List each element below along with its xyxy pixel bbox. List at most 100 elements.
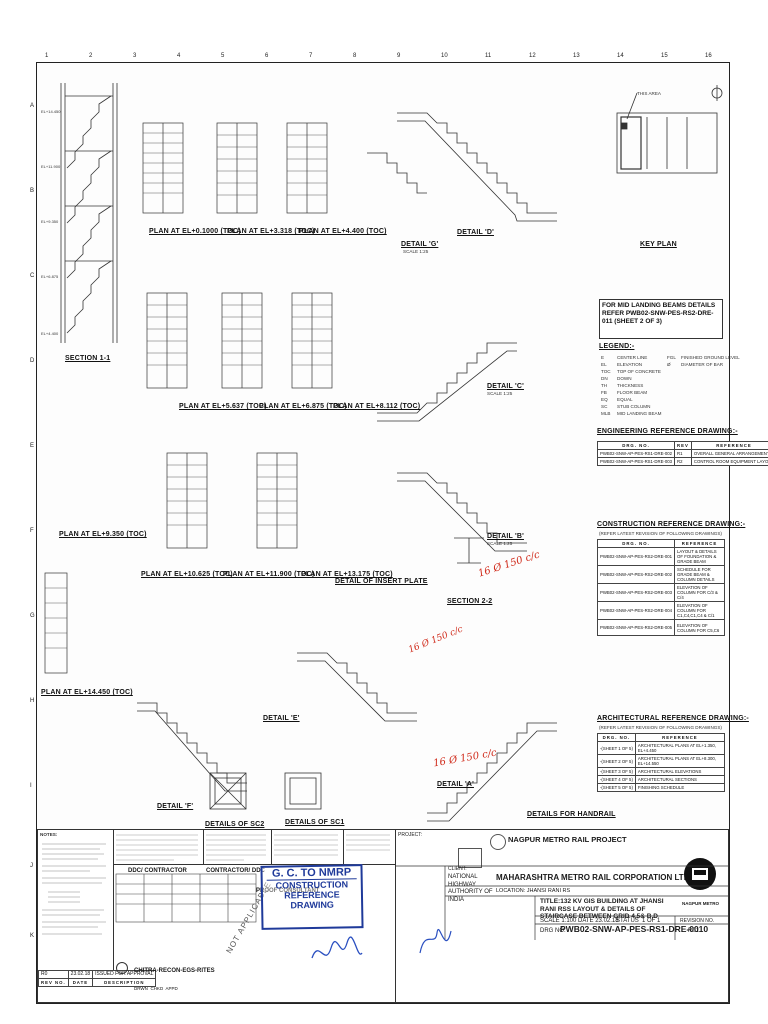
project-label: PROJECT: [398,832,423,838]
stamp-line: DRAWING [290,899,334,911]
construction-ref-table: DRG. NO.REFERENCE PWB02-SNW-AP-PES-RS2-D… [596,539,725,636]
legend-code: MLB [601,411,611,416]
disclaimer-4 [343,830,396,865]
legend-desc: EQUAL [617,397,633,402]
table-cell: FINISHING SCHEDULE [634,783,726,792]
table-header: DRG. NO. [597,733,636,742]
contractor-label: CONTRACTOR/ DDC [206,868,265,874]
disclaimer-text-lines [206,834,266,861]
table-row: -(SHEET 5 OF 5)FINISHING SCHEDULE [597,783,726,792]
table-row: -(SHEET 3 OF 5)ARCHITECTURAL ELEVATIONS [597,767,726,776]
architectural-ref-title: ARCHITECTURAL REFERENCE DRAWING:- [597,715,749,722]
row-letter: H [30,698,35,704]
ddc-name: CHITRA-RECON-EGS-RITES [134,968,215,974]
table-row: -(SHEET 2 OF 5)ARCHITECTURAL PLANS AT EL… [597,754,726,768]
detail-d-label: DETAIL 'D' [457,229,494,236]
owner-name: MAHARASHTRA METRO RAIL CORPORATION LTD [496,873,690,882]
table-cell: 23.02.18 [67,970,94,979]
detail-e-label: DETAIL 'E' [263,715,300,722]
legend-desc: DIAMETER OF BAR [681,362,724,367]
handwritten-signature [311,936,363,959]
table-cell: -(SHEET 5 OF 5) [597,783,636,792]
table-row: -(SHEET 1 OF 5)ARCHITECTURAL PLANS AT EL… [597,741,726,755]
revision-label: REVISION NO. [680,918,715,924]
plan-label: PLAN AT EL+6.875 (TOC) [259,403,347,410]
plan-label: PLAN AT EL+9.350 (TOC) [59,531,147,538]
drg-no-label: DRG NO. [540,928,566,934]
key-plan-area-label: THIS AREA [637,91,661,96]
legend-code: EL [601,362,607,367]
svg-text:EL+6.875: EL+6.875 [41,274,59,279]
plan-14450-drawing [44,572,68,674]
column-number: 11 [485,53,492,59]
column-number: 2 [89,53,93,59]
disclaimer-1 [113,830,204,865]
table-header: REFERENCE [690,441,768,450]
legend-code: EQ [601,397,608,402]
legend-code: FGL [667,355,676,360]
nmrp-logo-icon [490,834,506,850]
proof-consultant-label: PROOF CONSULTANT [256,888,320,894]
detail-a-label: DETAIL 'A' [437,781,474,788]
legend-code: Ø [667,362,671,367]
rev-extra-headers: DRWN CHKD APPD [134,986,178,991]
disclaimer-2 [203,830,272,865]
construction-ref-subtitle: (REFER LATEST REVISION OF FOLLOWING DRAW… [599,531,722,536]
plan-label: PLAN AT EL+10.625 (TOC) [141,571,233,578]
detail-sc1-label: DETAILS OF SC1 [285,819,345,826]
column-number: 1 [45,53,49,59]
column-number: 15 [661,53,668,59]
architectural-ref-table: DRG. NO.REFERENCE -(SHEET 1 OF 5)ARCHITE… [597,733,726,792]
column-number: 3 [133,53,137,59]
legend-desc: TOP OF CONCRETE [617,369,661,374]
legend-code: TOC [601,369,611,374]
scale-note: SCALE 1:25 [487,391,513,396]
table-cell: ARCHITECTURAL ELEVATIONS [634,767,726,776]
row-letter: G [30,613,35,619]
metro-logo-text: NAGPUR METRO [682,901,719,906]
key-plan-drawing [616,85,723,174]
table-header: REV NO. [38,978,69,987]
stair-plans-drawing [142,122,333,549]
disclaimer-text-lines [116,834,198,861]
construction-ref-title: CONSTRUCTION REFERENCE DRAWING:- [597,521,746,528]
legend-desc: THICKNESS [617,383,644,388]
ddc-label: DDC/ CONTRACTOR [128,868,187,874]
detail-handrail-label: DETAILS FOR HANDRAIL [527,811,616,818]
table-cell: LAYOUT & DETAILS OF FOUNDATION & GRADE B… [674,547,725,566]
detail-c-label: DETAIL 'C' [487,383,524,390]
plan-label: PLAN AT EL+11.900 (TOC) [223,571,315,578]
legend-code: TH [601,383,608,388]
legend-desc: CENTER LINE [617,355,648,360]
engineering-ref-title: ENGINEERING REFERENCE DRAWING:- [597,428,738,435]
table-header: DRWN [134,986,148,991]
detail-insert-plate-label: DETAIL OF INSERT PLATE [335,578,428,585]
notes-label: NOTES: [40,832,58,837]
table-cell: ARCHITECTURAL PLANS AT EL+8.300, EL+14.5… [634,754,726,768]
detail-f-label: DETAIL 'F' [157,803,194,810]
table-cell: -(SHEET 1 OF 5) [597,741,636,755]
stair-details-drawing [297,112,557,822]
legend-desc: FINISHED GROUND LEVEL [681,355,740,360]
status-value: STATUS [616,918,639,924]
legend-code: E [601,355,605,360]
drawing-sheet: 1 2 3 4 5 6 7 8 9 10 11 12 13 14 15 16 A… [30,53,768,1004]
legend-desc: MID LANDING BEAM [617,411,662,416]
table-cell: OVERALL GENERAL ARRANGEMENT [690,449,768,458]
table-cell: SCHEDULE FOR GRADE BEAM & COLUMN DETAILS [674,565,725,584]
date-value: DATE 23.02.18 [578,918,619,924]
row-letter: I [30,783,32,789]
scale-value: SCALE 1:100 [540,918,577,924]
plan-label: PLAN AT EL+14.450 (TOC) [41,689,133,696]
table-header: APPD [165,986,178,991]
table-cell: ELEVATION OF COLUMN FOR C1,C4,C1,C4 & C/… [674,601,725,620]
legend-title: LEGEND:- [599,343,635,350]
legend-code: SC [601,404,608,409]
table-cell: -(SHEET 2 OF 5) [597,754,636,768]
